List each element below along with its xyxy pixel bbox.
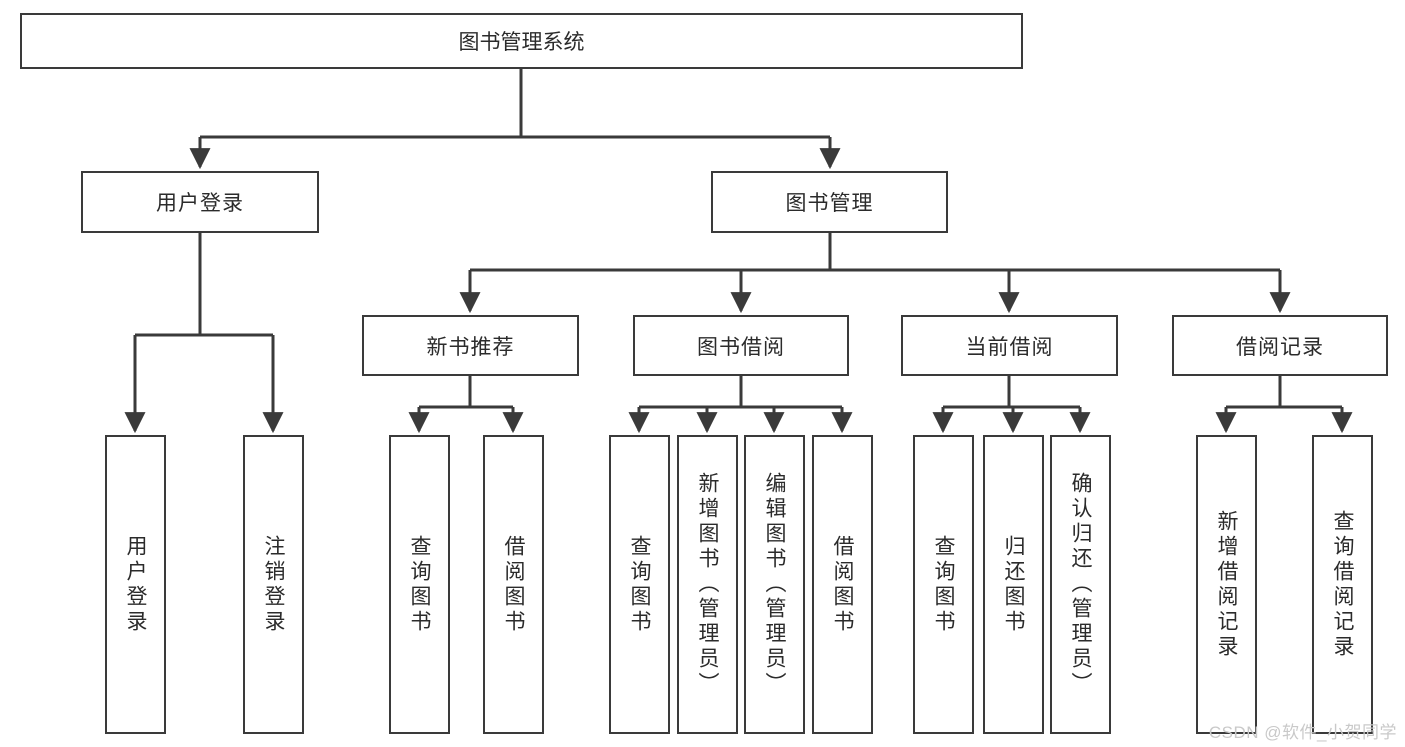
node-leaf-query-borrow-record[interactable]: 查询借阅记录 (1312, 435, 1373, 734)
node-current-borrow[interactable]: 当前借阅 (901, 315, 1118, 376)
node-borrow-record[interactable]: 借阅记录 (1172, 315, 1388, 376)
node-leaf-borrow-book[interactable]: 借阅图书 (812, 435, 873, 734)
node-book-manage[interactable]: 图书管理 (711, 171, 948, 233)
node-leaf-add-book[interactable]: 新增图书（管理员） (677, 435, 738, 734)
node-root[interactable]: 图书管理系统 (20, 13, 1023, 69)
node-leaf-confirm-return[interactable]: 确认归还（管理员） (1050, 435, 1111, 734)
node-leaf-add-borrow-record[interactable]: 新增借阅记录 (1196, 435, 1257, 734)
node-leaf-return-book[interactable]: 归还图书 (983, 435, 1044, 734)
node-new-book-recommend[interactable]: 新书推荐 (362, 315, 579, 376)
node-leaf-query-book-borrow[interactable]: 查询图书 (609, 435, 670, 734)
node-user-login[interactable]: 用户登录 (81, 171, 319, 233)
node-leaf-query-book-current[interactable]: 查询图书 (913, 435, 974, 734)
csdn-watermark: CSDN @软件_小贺同学 (1208, 723, 1397, 742)
node-leaf-user-login[interactable]: 用户登录 (105, 435, 166, 734)
node-leaf-logout-login[interactable]: 注销登录 (243, 435, 304, 734)
node-leaf-edit-book[interactable]: 编辑图书（管理员） (744, 435, 805, 734)
node-leaf-query-book-recommend[interactable]: 查询图书 (389, 435, 450, 734)
node-book-borrow[interactable]: 图书借阅 (633, 315, 849, 376)
node-leaf-borrow-book-recommend[interactable]: 借阅图书 (483, 435, 544, 734)
